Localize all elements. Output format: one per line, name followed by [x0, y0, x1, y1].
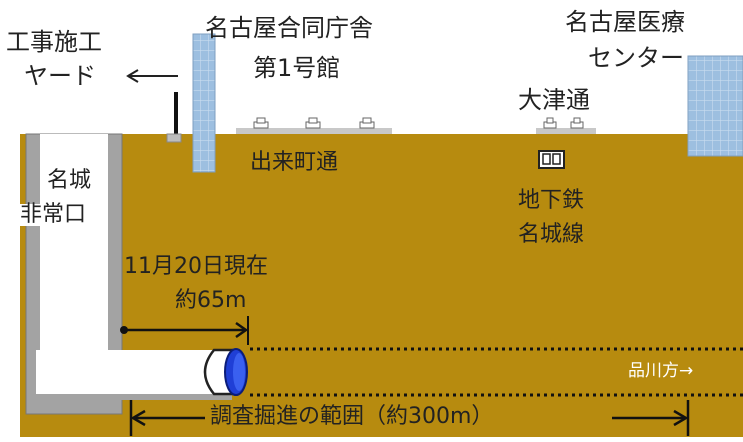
- building-left: [192, 33, 216, 173]
- car-icon: [543, 117, 557, 129]
- construction-yard-label-1: 工事施工: [6, 28, 102, 56]
- direction-label: 品川方→: [628, 361, 694, 381]
- building-right-label-1: 名古屋医療: [565, 8, 685, 36]
- range-arrow-left: [130, 409, 146, 427]
- bored-tunnel-floor: [36, 394, 232, 400]
- exit-label-2: 非常口: [20, 202, 87, 227]
- subway-tunnel-icon: [538, 150, 565, 169]
- subway-label-2: 名城線: [518, 222, 585, 247]
- progress-date-label: 11月20日現在: [124, 254, 268, 279]
- yard-post: [174, 92, 178, 134]
- road-otsu-label: 大津通: [518, 86, 590, 114]
- shield-machine: [203, 348, 248, 396]
- car-icon: [570, 117, 584, 129]
- car-icon: [359, 117, 375, 129]
- building-right-label-2: センター: [588, 44, 684, 72]
- road-demachi-label: 出来町通: [250, 150, 339, 175]
- building-right: [687, 55, 743, 157]
- subway-label-1: 地下鉄: [518, 188, 585, 213]
- yard-arrow-head: [126, 69, 139, 83]
- range-arrow-right: [673, 409, 689, 427]
- road-otsu: [536, 128, 596, 134]
- exit-label-1: 名城: [47, 168, 92, 193]
- road-demachi: [236, 128, 392, 134]
- construction-yard-label-2: ヤード: [24, 62, 96, 90]
- progress-arrow-head: [235, 321, 249, 339]
- building-left-label-1: 名古屋合同庁舎: [205, 14, 373, 42]
- bored-tunnel: [36, 350, 232, 394]
- car-icon: [253, 117, 269, 129]
- yard-base: [166, 133, 182, 143]
- car-icon: [305, 117, 321, 129]
- progress-distance-label: 約65m: [175, 288, 247, 313]
- survey-range-label: 調査掘進の範囲（約300m）: [210, 404, 494, 429]
- building-left-label-2: 第1号館: [253, 54, 341, 82]
